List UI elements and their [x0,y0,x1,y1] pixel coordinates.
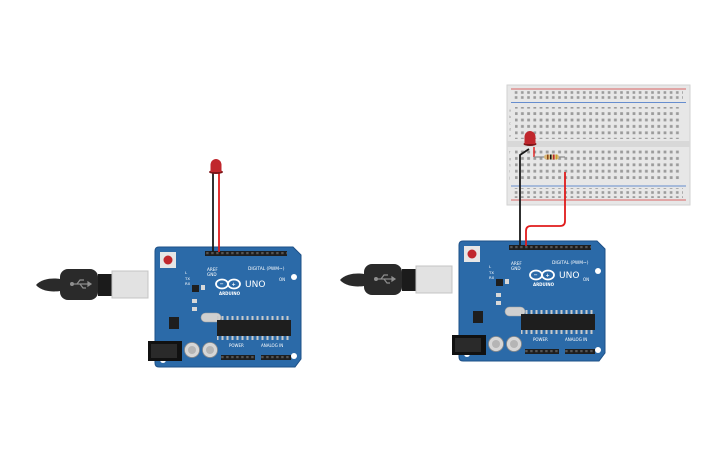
led-left[interactable] [209,159,223,252]
arduino-uno-board-left[interactable]: AREF GND DIGITAL (PWM~) − + UNO ARDUINO … [147,246,302,368]
label-gnd: GND [511,266,521,271]
label-tx: TX [488,270,494,275]
label-l: L [489,264,492,269]
svg-text:−: − [534,273,538,279]
usb-trident-icon [374,274,397,284]
power-rail-top[interactable] [514,91,683,101]
led-right[interactable] [523,131,537,146]
label-gnd: GND [207,272,217,277]
label-rx: RX [185,281,191,286]
arduino-infinity-icon: − + [215,278,241,290]
label-on: ON [583,277,589,282]
wire-black-ground[interactable] [519,148,530,246]
circuit-left: AREF GND DIGITAL (PWM~) − + UNO ARDUINO … [35,159,302,368]
label-aref: AREF [511,261,522,266]
row-label-h: h [509,163,511,167]
usb-trident-icon [70,279,93,289]
brand-label: ARDUINO [219,291,241,296]
led-body [210,159,222,172]
row-label-d: d [509,128,511,132]
center-channel [507,141,690,147]
board-model-label: UNO [559,271,579,281]
header-power-label: POWER [229,343,244,348]
svg-text:−: − [220,282,224,288]
row-label-c: c [509,121,511,125]
header-analog-label: ANALOG IN [565,337,587,342]
svg-text:+: + [232,282,236,288]
arduino-uno-board-right[interactable]: AREF GND DIGITAL (PWM~) − + UNO ARDUINO … [451,240,606,362]
row-label-b: b [509,115,512,119]
board-model-label: UNO [245,280,265,290]
resistor[interactable] [544,154,559,160]
wire-red-signal[interactable] [525,172,566,246]
usb-cable-right[interactable] [339,263,453,296]
header-analog-label: ANALOG IN [261,343,283,348]
brand-label: ARDUINO [533,282,555,287]
row-label-f: f [509,151,511,155]
row-label-e: e [509,134,511,138]
power-rail-bottom[interactable] [514,188,683,198]
row-label-g: g [509,157,511,161]
label-rx: RX [489,275,495,280]
svg-text:+: + [546,273,550,279]
label-aref: AREF [207,267,218,272]
led-body [524,131,536,144]
header-digital-label: DIGITAL (PWM~) [552,260,589,266]
header-digital-label: DIGITAL (PWM~) [248,266,285,272]
label-tx: TX [184,276,190,281]
circuit-right: a b c d e f g h i j AREF GND DIGITAL (PW… [339,84,691,362]
row-label-i: i [509,170,510,174]
row-label-j: j [508,176,510,180]
header-power-label: POWER [533,337,548,342]
row-label-a: a [509,109,511,113]
terminal-strip-bottom[interactable] [515,149,682,181]
breadboard[interactable]: a b c d e f g h i j [506,84,691,206]
label-l: L [185,270,188,275]
usb-cable-left[interactable] [35,268,149,301]
terminal-strip-top[interactable] [515,107,682,139]
arduino-infinity-icon: − + [529,269,555,281]
label-on: ON [279,277,285,282]
